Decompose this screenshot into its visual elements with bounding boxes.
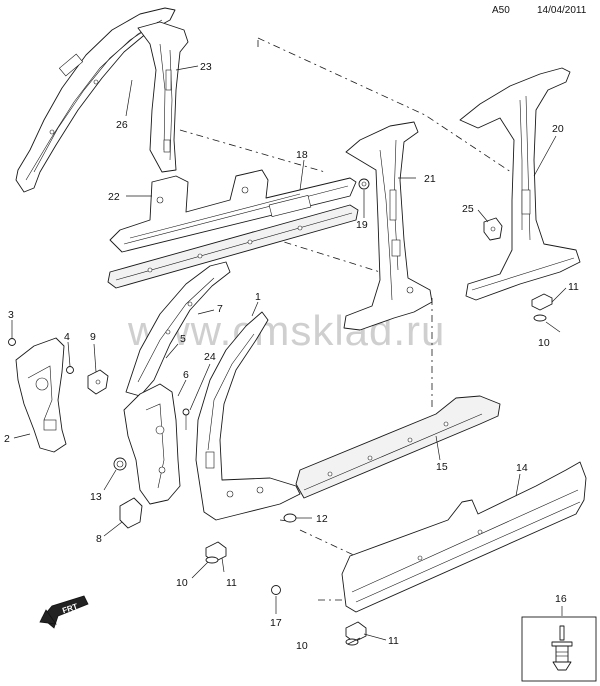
part-front-hinge-pillar xyxy=(195,311,301,521)
callout-10-rear: 10 xyxy=(538,337,550,349)
callout-2: 2 xyxy=(4,433,10,445)
part-body-side-outer-rear xyxy=(459,67,581,301)
part-pin-24 xyxy=(182,408,190,430)
part-grommet-19 xyxy=(358,178,370,190)
callout-5: 5 xyxy=(180,333,186,345)
part-bracket-9 xyxy=(87,369,109,395)
part-jack-pad-rear xyxy=(531,293,553,322)
callout-7: 7 xyxy=(217,303,223,315)
callout-22: 22 xyxy=(108,191,120,203)
part-grommet-13 xyxy=(113,457,127,471)
part-rocker-panel-outer xyxy=(341,461,587,613)
part-clip-3 xyxy=(8,338,16,346)
part-jack-pad-front xyxy=(205,541,227,564)
part-sill-inner-front xyxy=(109,169,357,253)
callout-19: 19 xyxy=(356,219,368,231)
rivet-inset-box xyxy=(521,616,597,682)
callout-15: 15 xyxy=(436,461,448,473)
callout-14: 14 xyxy=(516,462,528,474)
part-a-pillar-upper-reinforcement xyxy=(125,261,231,397)
callout-13: 13 xyxy=(90,491,102,503)
callout-8: 8 xyxy=(96,533,102,545)
callout-17: 17 xyxy=(270,617,282,629)
part-b-pillar-outer xyxy=(343,121,433,331)
part-sill-reinforcement xyxy=(107,204,359,289)
callout-4: 4 xyxy=(64,331,70,343)
diagram-code: A50 xyxy=(492,5,510,16)
callout-11-front: 11 xyxy=(226,577,237,589)
callout-23: 23 xyxy=(200,61,212,73)
part-a-pillar-lower-bracket xyxy=(15,337,67,453)
callout-6: 6 xyxy=(183,369,189,381)
diagram-date: 14/04/2011 xyxy=(537,5,587,16)
callout-25: 25 xyxy=(462,203,474,215)
callout-11-lower: 11 xyxy=(388,635,399,647)
callout-11-rear: 11 xyxy=(568,281,579,293)
part-nut-4 xyxy=(66,366,74,374)
callout-26: 26 xyxy=(116,119,128,131)
leader-lines xyxy=(11,65,567,645)
callout-numbers: 1 2 3 4 5 6 7 8 9 10 10 10 11 11 11 12 1… xyxy=(4,61,579,652)
callout-1: 1 xyxy=(255,291,261,303)
callout-16: 16 xyxy=(555,593,567,605)
part-bracket-25 xyxy=(483,217,503,241)
callout-21: 21 xyxy=(424,173,436,185)
part-grommet-12 xyxy=(283,513,297,523)
front-direction-arrow: FRT xyxy=(39,595,89,629)
callout-3: 3 xyxy=(8,309,14,321)
part-jack-pad-lower xyxy=(345,621,367,646)
part-roof-rail xyxy=(15,7,176,193)
part-bracket-8 xyxy=(119,497,143,529)
callout-20: 20 xyxy=(552,123,564,135)
part-grommet-17 xyxy=(271,585,281,595)
part-sill-reinforcement-middle xyxy=(295,395,501,499)
callout-10-lower: 10 xyxy=(296,640,308,652)
callout-12: 12 xyxy=(316,513,328,525)
callout-24: 24 xyxy=(204,351,216,363)
part-b-pillar-inner-upper xyxy=(137,21,189,173)
part-a-pillar-inner-lower xyxy=(123,383,181,505)
rivet-icon xyxy=(551,625,573,671)
callout-9: 9 xyxy=(90,331,96,343)
callout-10-front: 10 xyxy=(176,577,188,589)
callout-18: 18 xyxy=(296,149,308,161)
